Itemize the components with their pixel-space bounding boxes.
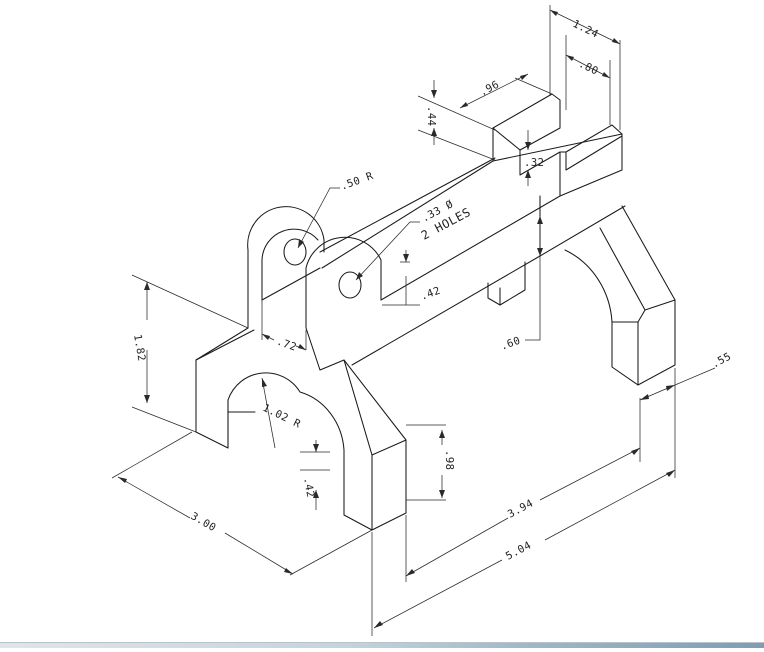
dim-3-00: 3.00 [189,510,219,534]
dim-72: .72 [275,336,298,354]
dim-98: .98 [443,450,455,470]
back-ear-hole [283,238,307,266]
dim-55: .55 [710,350,734,370]
dim-60: .60 [499,335,522,353]
front-leg-outline [319,359,407,531]
front-ear-left-edge [305,267,321,371]
back-ear-inner [261,228,319,261]
dim-1-24: 1.24 [571,18,601,41]
dimension-labels: 1.24 .80 .96 .44 .32 .50 R .33 Ø 2 HOLES… [131,18,733,563]
dim-5-04: 5.04 [504,539,534,562]
slot-right-top [565,124,623,153]
dim-50-r: .50 R [339,170,375,193]
right-leg-inner [599,227,676,311]
part-outline [195,93,676,531]
dim-32: .32 [524,157,544,169]
slot-block-left [492,93,561,197]
dim-96: .96 [478,78,502,98]
dim-42-upper: .42 [419,285,442,303]
right-leg-face [611,309,646,323]
beam-front-face-top [380,133,623,301]
dim-42-lower: .42 [301,476,316,498]
front-ear-outline [305,236,382,301]
dim-3-94: 3.94 [506,497,536,520]
left-base-top [195,329,255,361]
beam-top-edge-back [319,157,496,253]
left-arch [227,372,373,531]
beam-top-edge-front [321,133,623,269]
dim-1-02-r: 1.02 R [261,402,303,431]
dim-80: .80 [577,58,601,78]
dim-44: .44 [425,106,437,126]
front-leg-face [343,359,407,456]
dim-1-82: 1.82 [131,333,148,362]
slot-floor-edge [492,127,521,151]
back-ear-outline [247,206,325,329]
front-ear-hole [338,271,362,299]
back-ear-slot [261,259,321,301]
dimension-lines [111,5,716,636]
window-bottom-strip [0,642,764,648]
right-leg-outline [564,205,676,386]
slot-right-edge [559,135,623,171]
